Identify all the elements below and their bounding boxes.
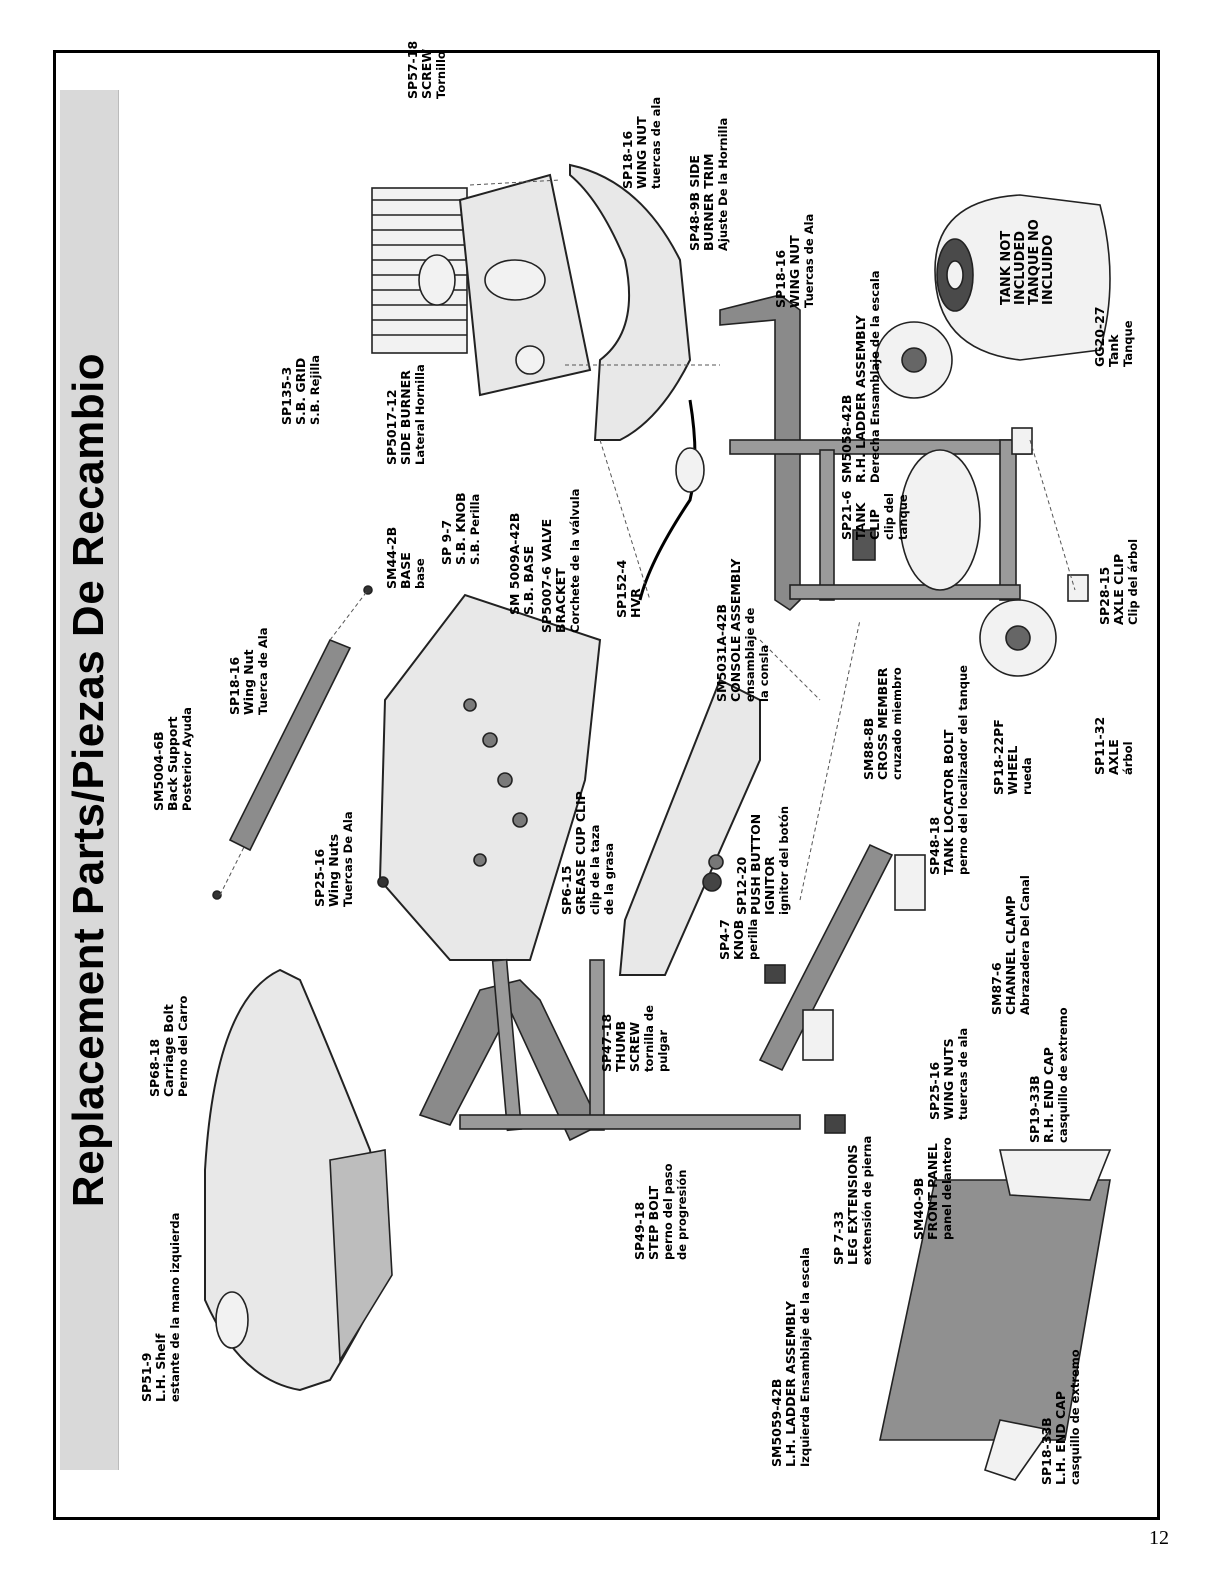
rh-end-cap-shape [999, 1149, 1112, 1201]
tank-clip-shape [852, 529, 876, 561]
lh-shelf-handle [215, 1291, 249, 1349]
knob-shape [702, 872, 722, 892]
page-number: 12 [1149, 1527, 1169, 1549]
tank-shape [934, 194, 1111, 361]
wheel-shape-lower [979, 599, 1057, 677]
console-shape [618, 678, 761, 976]
channel-clamp-shape [894, 854, 926, 911]
sb-trim-shape [569, 163, 692, 441]
back-support-shape [228, 638, 352, 852]
hvr-hose [638, 399, 697, 601]
leg-extension-upper [764, 964, 786, 984]
axle-clip-shape [1011, 427, 1033, 455]
wing-nut-shape [377, 876, 389, 888]
base-shape [378, 593, 602, 961]
rh-ladder-shape [719, 294, 801, 612]
leg-extension-lower [824, 1114, 846, 1134]
page-frame [53, 50, 1160, 1520]
side-burner-shape [418, 254, 456, 306]
cross-member-shape [758, 843, 894, 1072]
wheel-shape-upper [875, 321, 953, 399]
lh-shelf-edge [329, 1149, 393, 1363]
lh-end-cap-shape [984, 1419, 1052, 1481]
hvr-regulator [675, 447, 705, 493]
title-band [60, 90, 119, 1470]
carriage-bolt-shape [212, 890, 222, 900]
